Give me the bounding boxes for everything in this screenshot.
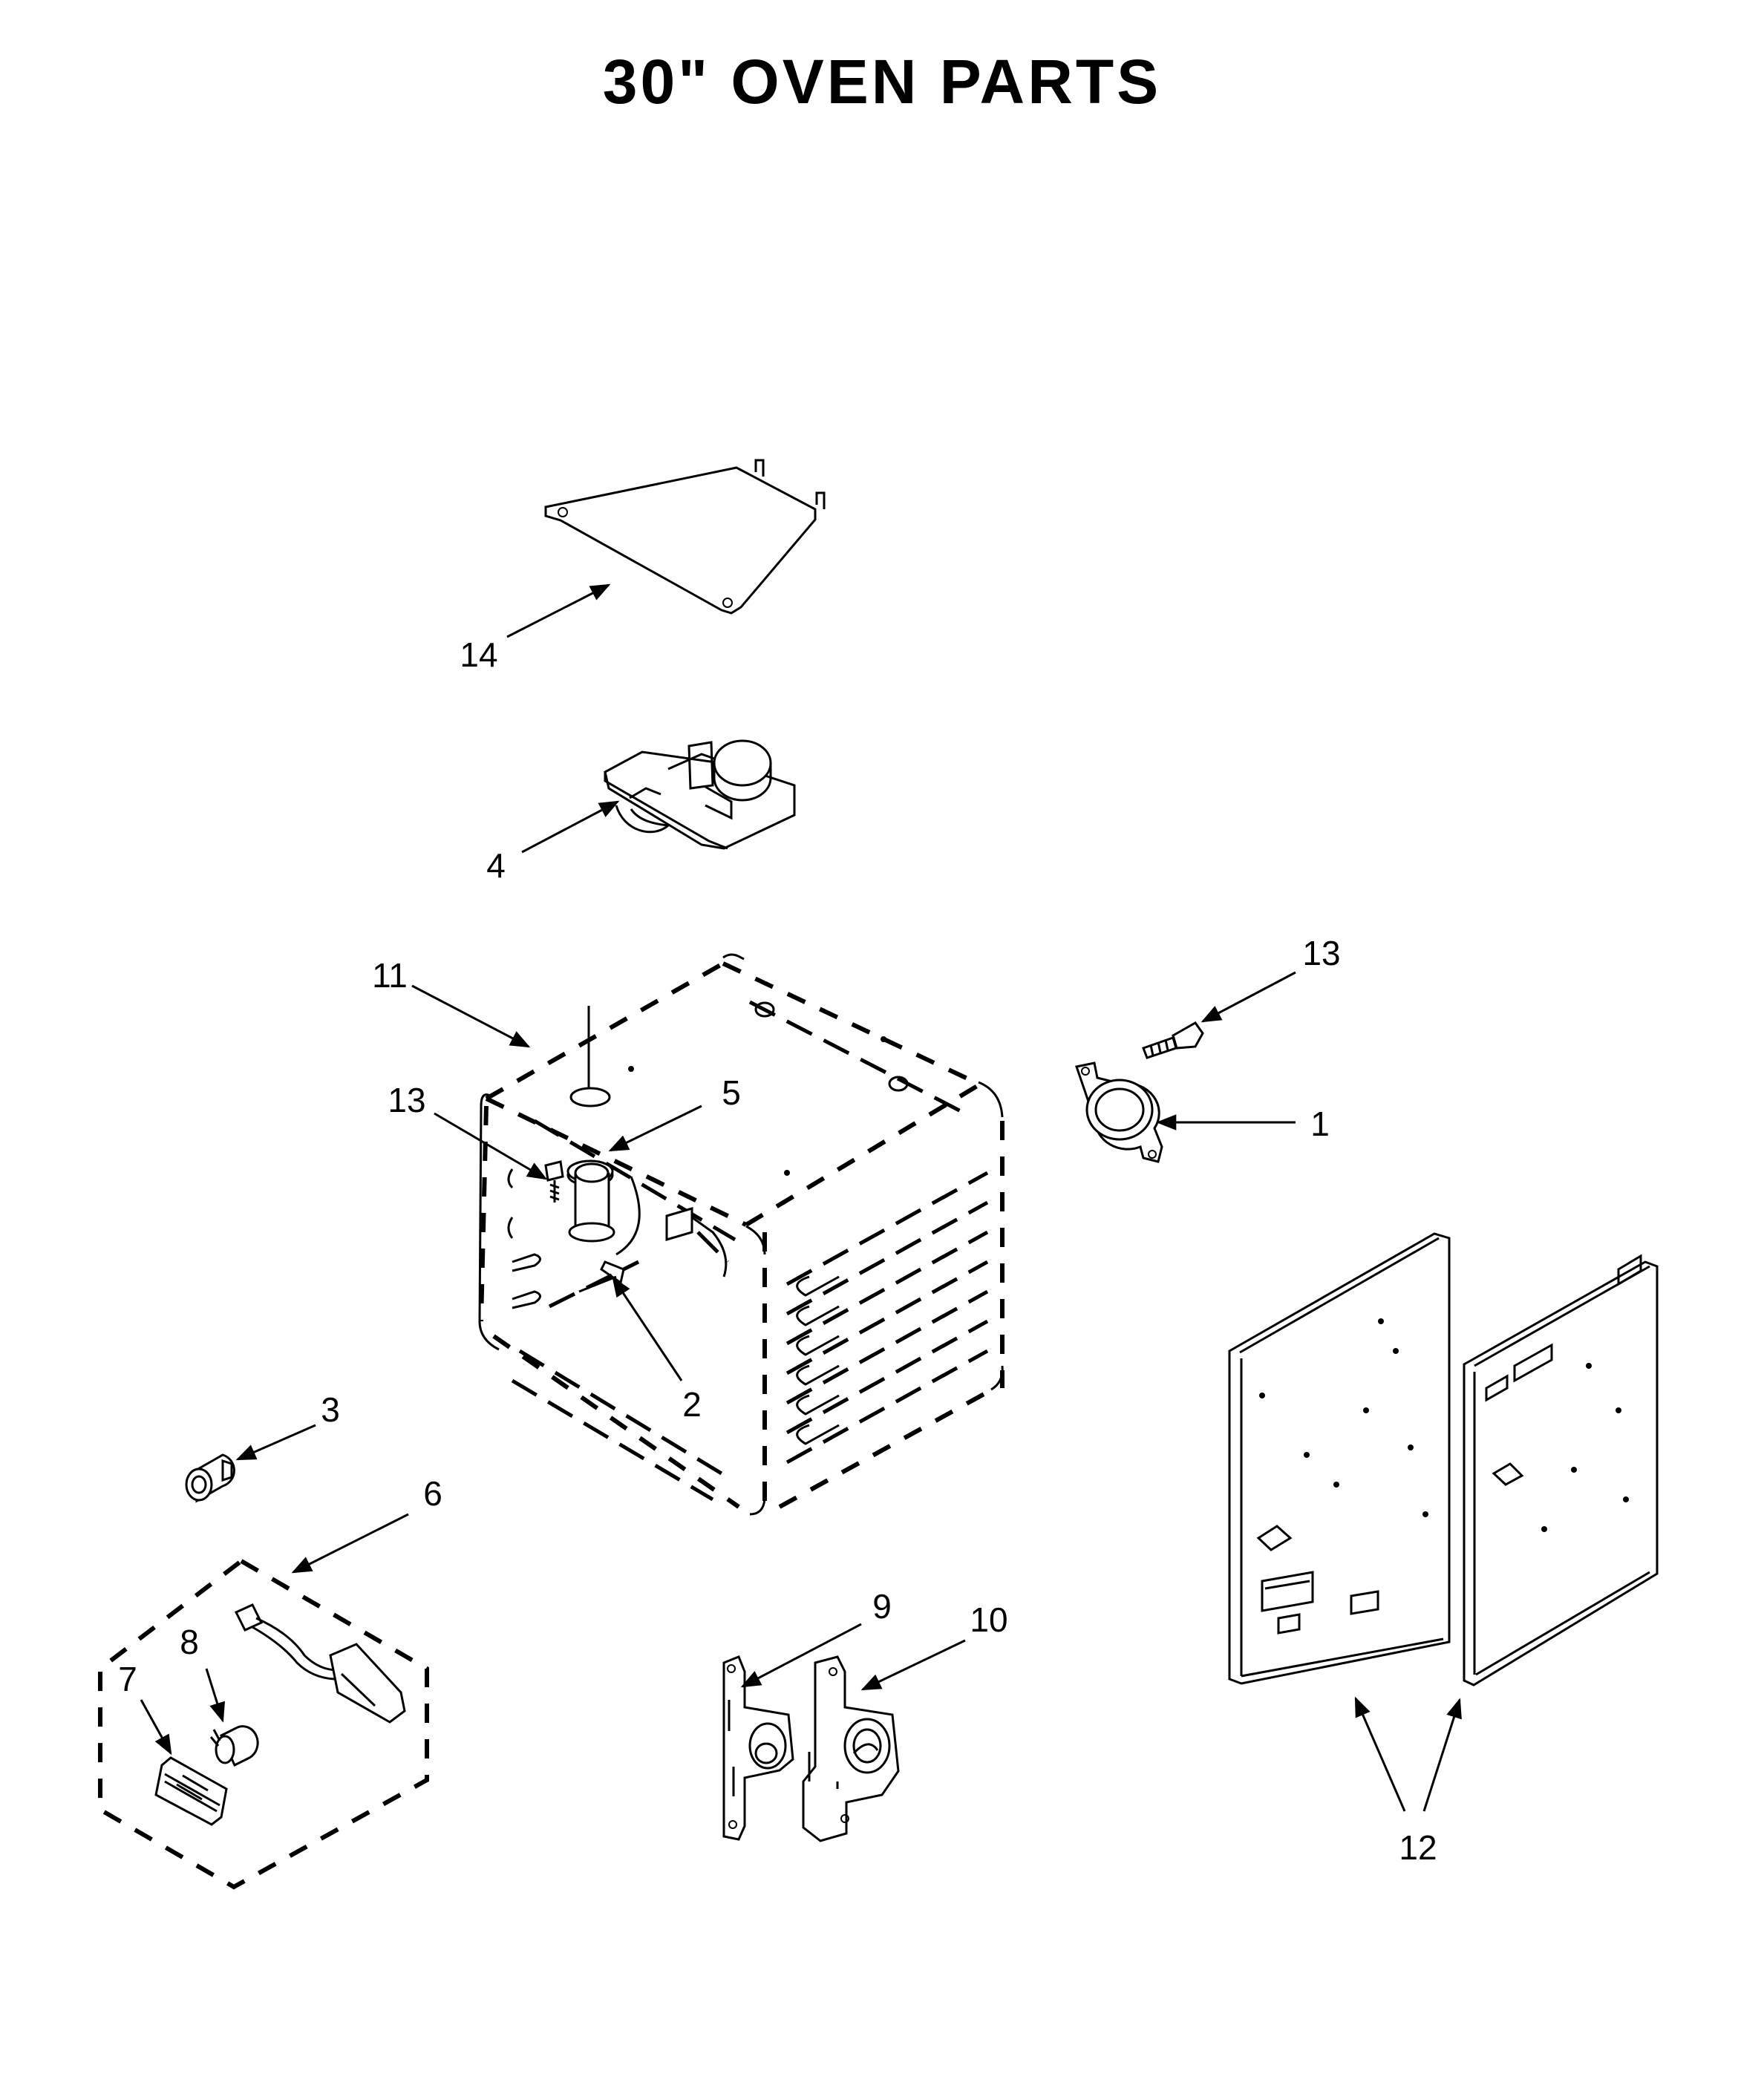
part-6-light-assembly: [234, 1603, 406, 1724]
part-12-side-panel-right: [1463, 1254, 1659, 1686]
part-14-bracket-plate: [544, 459, 826, 615]
callout-12: 12: [1399, 1828, 1437, 1867]
part-6-light-kit-boundary: [98, 1558, 429, 1890]
callout-labels: 1 2 3 4 5 6 7 8 9 10 11 12 13 13 14: [118, 635, 1437, 1867]
callout-3: 3: [321, 1390, 340, 1429]
page-title: 30" OVEN PARTS: [602, 47, 1162, 117]
part-12-side-panel-left: [1228, 1232, 1451, 1685]
callout-5: 5: [722, 1073, 741, 1112]
part-13-screw-left: [544, 1160, 564, 1203]
part-2-temperature-sensor: [578, 1176, 728, 1293]
leader-12-left: [1354, 1696, 1406, 1812]
rack-rib-group: [785, 1171, 989, 1465]
callout-10: 10: [970, 1600, 1007, 1639]
part-1-thermal-limiter: [1075, 1061, 1163, 1163]
part-5-light-housing: [566, 1006, 615, 1243]
leader-13-left: [434, 1112, 548, 1180]
part-11-oven-cavity: [478, 953, 1004, 1516]
callout-8: 8: [180, 1623, 199, 1661]
callout-9: 9: [872, 1587, 892, 1626]
leader-9: [740, 1623, 862, 1688]
callout-6: 6: [423, 1474, 442, 1513]
leader-14: [506, 583, 611, 638]
leader-8: [205, 1668, 226, 1723]
callout-7: 7: [118, 1660, 137, 1698]
part-7-light-lens: [154, 1756, 228, 1826]
leader-lines: [140, 583, 1462, 1812]
part-9-door-hinge-left: [722, 1655, 794, 1841]
part-3-knob: [185, 1453, 235, 1503]
callout-1: 1: [1310, 1105, 1330, 1143]
leader-4: [521, 800, 620, 854]
part-13-screw-right: [1142, 1021, 1204, 1059]
part-10-door-hinge-right: [802, 1655, 900, 1842]
callout-14: 14: [460, 635, 497, 674]
callout-11: 11: [372, 956, 408, 995]
leader-3: [235, 1424, 316, 1461]
leader-13-right: [1200, 971, 1296, 1023]
leader-11: [411, 984, 531, 1048]
callout-2: 2: [682, 1385, 702, 1424]
part-8-light-bulb: [209, 1725, 259, 1767]
leader-10: [860, 1639, 966, 1691]
callout-13-left: 13: [388, 1081, 425, 1119]
leader-5: [608, 1105, 702, 1152]
leader-2: [612, 1276, 683, 1381]
part-4-door-latch-assembly: [604, 739, 796, 850]
leader-12-right: [1422, 1698, 1462, 1812]
leader-7: [140, 1699, 172, 1756]
leader-6: [291, 1513, 409, 1574]
callout-4: 4: [486, 846, 506, 885]
callout-13-right: 13: [1302, 934, 1340, 972]
